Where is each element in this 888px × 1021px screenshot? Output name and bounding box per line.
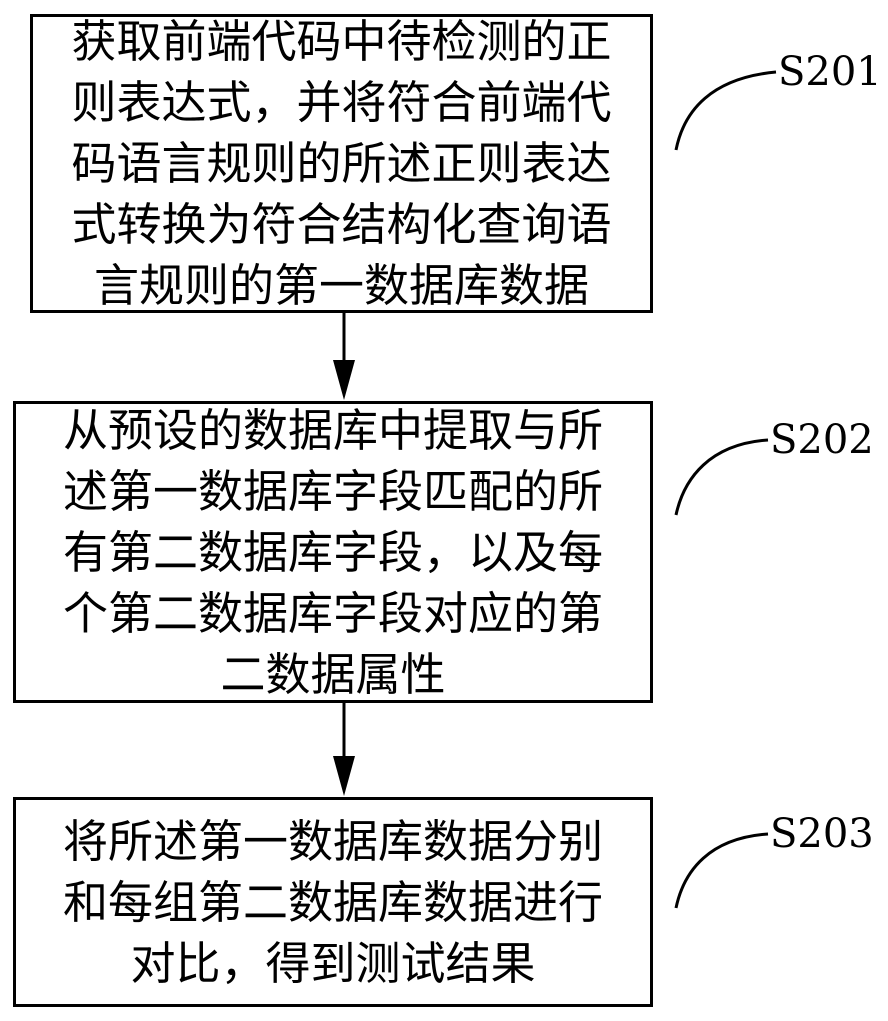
arrow-s202-to-s203	[333, 703, 355, 796]
step-box-s203: 将所述第一数据库数据分别 和每组第二数据库数据进行 对比，得到测试结果	[13, 797, 653, 1007]
step-text-s201: 获取前端代码中待检测的正 则表达式，并将符合前端代 码语言规则的所述正则表达 式…	[71, 15, 612, 312]
leader-curve-s201	[674, 70, 777, 151]
leader-curve-s203	[674, 832, 769, 909]
step-text-s203: 将所述第一数据库数据分别 和每组第二数据库数据进行 对比，得到测试结果	[62, 814, 603, 990]
step-label-s202: S202	[770, 417, 874, 463]
leader-curve-s202	[674, 438, 769, 516]
step-text-s202: 从预设的数据库中提取与所 述第一数据库字段匹配的所 有第二数据库字段，以及每 个…	[62, 403, 603, 701]
arrow-s201-to-s202	[333, 313, 355, 400]
step-label-s203: S203	[770, 811, 874, 857]
step-label-s201: S201	[778, 49, 882, 95]
step-box-s202: 从预设的数据库中提取与所 述第一数据库字段匹配的所 有第二数据库字段，以及每 个…	[13, 401, 653, 703]
step-box-s201: 获取前端代码中待检测的正 则表达式，并将符合前端代 码语言规则的所述正则表达 式…	[30, 14, 653, 313]
